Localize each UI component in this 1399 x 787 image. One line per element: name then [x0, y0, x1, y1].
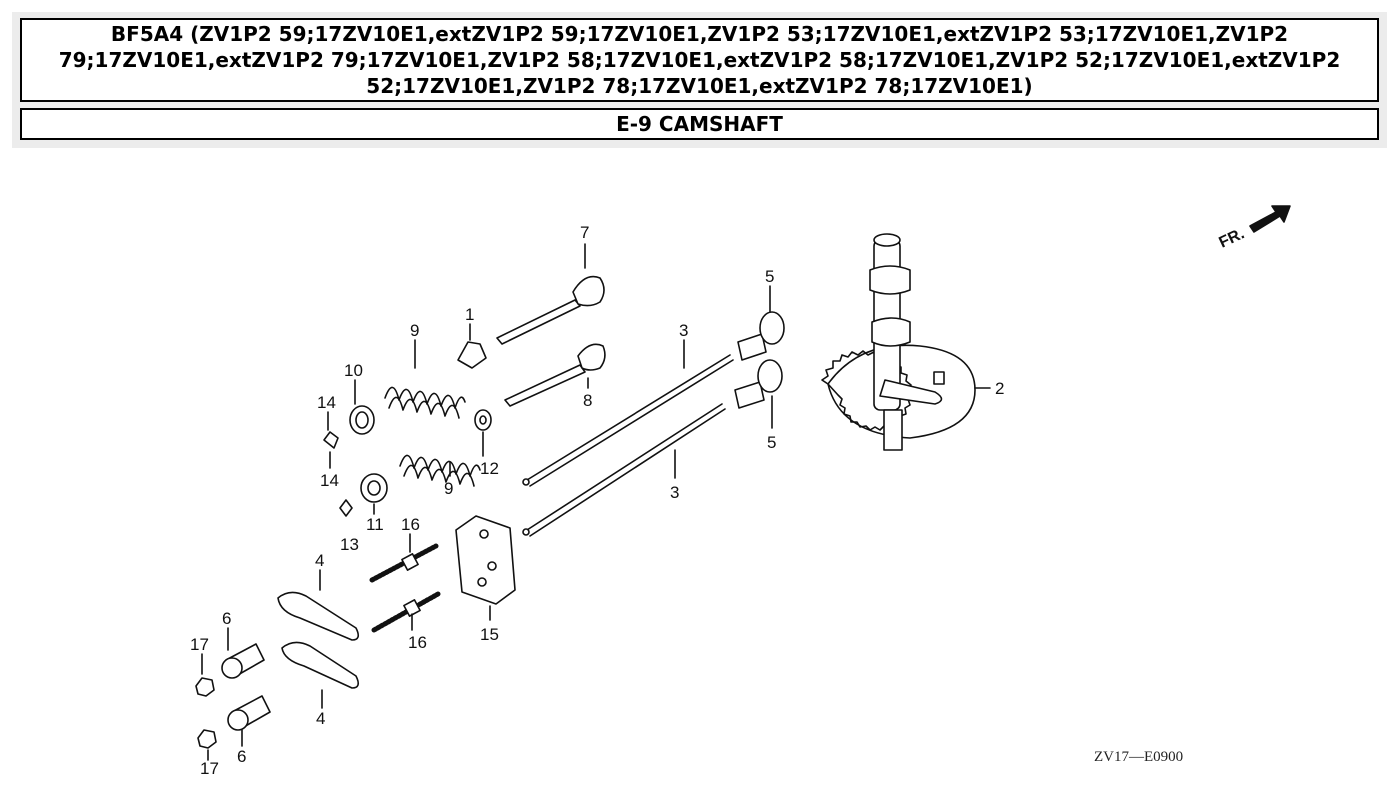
retainer-11 — [360, 473, 388, 515]
camshaft-2 — [821, 233, 991, 451]
valve-7 — [496, 243, 605, 345]
callout-3-lower: 3 — [670, 483, 679, 502]
callout-8: 8 — [583, 391, 592, 410]
callout-13: 13 — [340, 535, 359, 554]
callout-15: 15 — [480, 625, 499, 644]
model-title-box: BF5A4 (ZV1P2 59;17ZV10E1,extZV1P2 59;17Z… — [20, 18, 1379, 102]
collet-14 — [323, 411, 339, 469]
callout-6-upper: 6 — [222, 609, 231, 628]
retainer-10 — [349, 379, 375, 435]
callout-9-lower: 9 — [444, 479, 453, 498]
lock-nut-17-upper — [195, 653, 215, 697]
stud-16-lower — [371, 591, 441, 633]
washer-12 — [474, 409, 492, 457]
pivot-6-lower — [227, 695, 271, 747]
front-arrow-icon — [1249, 205, 1291, 233]
header-panel: BF5A4 (ZV1P2 59;17ZV10E1,extZV1P2 59;17Z… — [12, 12, 1387, 148]
callout-17-lower: 17 — [200, 759, 219, 778]
callout-10: 10 — [344, 361, 363, 380]
exploded-parts-diagram: FR. 1 2 3 3 4 4 5 5 6 6 7 8 9 9 10 11 12… — [190, 205, 1291, 778]
callout-1: 1 — [465, 305, 474, 324]
callout-17-upper: 17 — [190, 635, 209, 654]
stud-16-upper — [369, 533, 439, 583]
plate-15 — [455, 515, 516, 621]
callout-5-upper: 5 — [765, 267, 774, 286]
callout-2: 2 — [995, 379, 1004, 398]
spring-9-upper — [384, 339, 466, 419]
callout-9-upper: 9 — [410, 321, 419, 340]
callout-3-upper: 3 — [679, 321, 688, 340]
callout-12: 12 — [480, 459, 499, 478]
rocker-arm-4-upper — [277, 569, 360, 641]
push-rod-3-lower — [522, 403, 726, 537]
callout-4-lower: 4 — [316, 709, 325, 728]
drawing-code: ZV17—E0900 — [1094, 749, 1183, 765]
callout-14-upper: 14 — [317, 393, 336, 412]
collet-13 — [339, 499, 353, 517]
callout-16-lower: 16 — [408, 633, 427, 652]
callout-4-upper: 4 — [315, 551, 324, 570]
valve-8 — [504, 343, 606, 407]
rocker-arm-4-lower — [281, 641, 360, 709]
model-title: BF5A4 (ZV1P2 59;17ZV10E1,extZV1P2 59;17Z… — [58, 22, 1341, 98]
callout-7: 7 — [580, 223, 589, 242]
callout-5-lower: 5 — [767, 433, 776, 452]
tappet-5-lower — [734, 359, 783, 429]
callout-14-lower: 14 — [320, 471, 339, 490]
push-rod-3-upper — [522, 339, 734, 487]
callout-6-lower: 6 — [237, 747, 246, 766]
section-title: E-9 CAMSHAFT — [616, 112, 783, 136]
callout-11: 11 — [366, 515, 384, 534]
spring-9-lower — [399, 454, 481, 487]
callout-16-upper: 16 — [401, 515, 420, 534]
lock-nut-17-lower — [197, 729, 217, 761]
section-title-box: E-9 CAMSHAFT — [20, 108, 1379, 140]
tappet-5-upper — [737, 285, 785, 361]
pivot-6-upper — [221, 627, 265, 679]
stem-seal-1 — [457, 323, 487, 369]
front-marker-label: FR. — [1217, 225, 1248, 251]
